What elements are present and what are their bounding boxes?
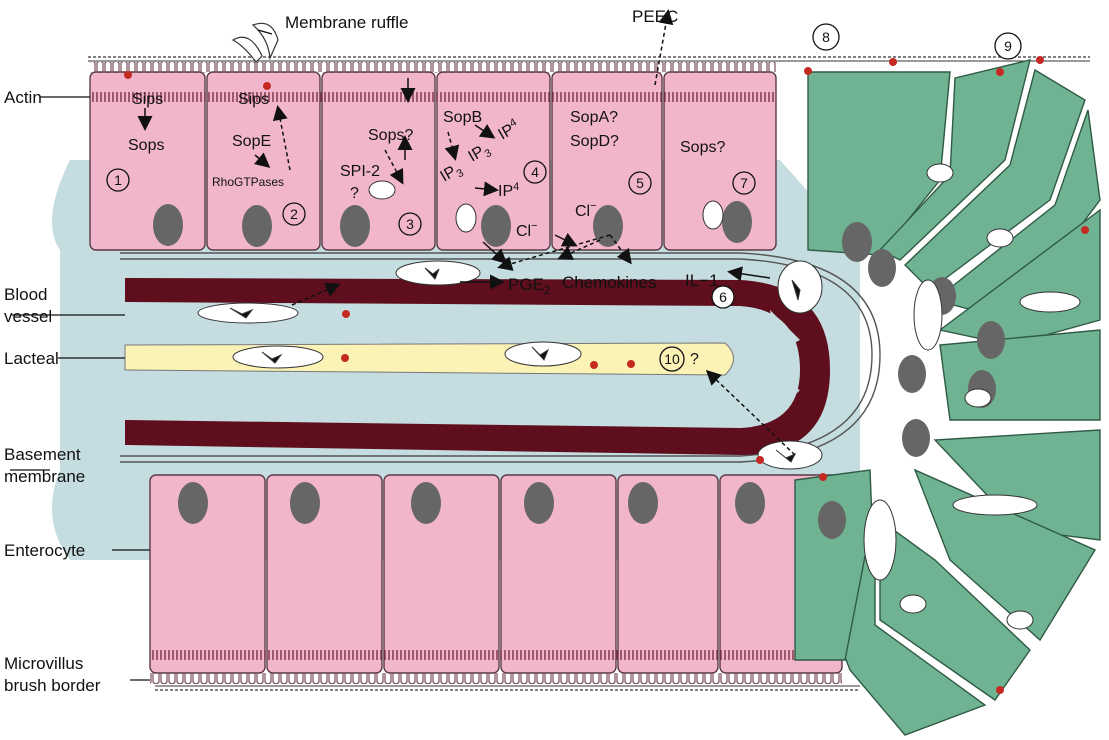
step-8: 8 [813,24,839,50]
nucleus [735,482,765,524]
label-actin: Actin [4,88,42,107]
enterocyte-10 [501,475,616,673]
rhogtpases: RhoGTPases [212,175,284,189]
nucleus [481,205,511,247]
bottom-actin-band [150,650,842,660]
bottom-enterocyte-row [150,475,842,684]
spi2-q: ? [350,185,359,202]
sopa: SopA? [570,109,618,126]
il1: IL−1 [685,271,719,290]
svg-text:6: 6 [719,289,727,305]
enterocyte-9 [384,475,499,673]
nucleus [290,482,320,524]
sops-q: Sops? [368,127,413,144]
enterocyte-8 [267,475,382,673]
svg-text:3: 3 [406,216,414,232]
nucleus [340,205,370,247]
membrane-ruffle-shape [233,23,278,62]
nucleus [628,482,658,524]
step-4: 4 [524,161,546,183]
nucleus [178,482,208,524]
svg-text:7: 7 [740,175,748,191]
label-microvillus-1: Microvillus [4,654,83,673]
sops-q2: Sops? [680,139,725,156]
step-1: 1 [107,169,129,191]
label-basement-2: membrane [4,467,85,486]
lacteal [125,343,734,375]
nucleus [153,204,183,246]
spi2: SPI-2 [340,163,380,180]
svg-text:2: 2 [290,206,298,222]
sopb: SopB [443,109,482,126]
label-blood-vessel-2: vessel [4,307,52,326]
step-5: 5 [629,172,651,194]
label-peec: PEEC [632,7,678,26]
top-actin-band [90,92,776,102]
step-6: 6 [712,286,734,308]
label-basement-1: Basement [4,445,81,464]
nucleus [411,482,441,524]
sopd: SopD? [570,133,619,150]
nucleus [242,205,272,247]
step-2: 2 [283,203,305,225]
top-enterocyte-row [90,62,776,250]
step-10: 10 [660,347,684,371]
top-microvilli [90,62,776,73]
step-3: 3 [399,213,421,235]
svg-text:5: 5 [636,175,644,191]
svg-text:10: 10 [664,351,680,367]
sips-b: Sips [238,91,269,108]
q10: ? [690,351,699,368]
label-blood-vessel-1: Blood [4,285,47,304]
sope: SopE [232,133,271,150]
chemokines: Chemokines [562,273,657,292]
svg-text:9: 9 [1004,38,1012,54]
svg-text:8: 8 [822,29,830,45]
step-7: 7 [733,172,755,194]
nucleus [524,482,554,524]
nucleus [722,201,752,243]
sips-a: Sips [132,91,163,108]
svg-text:4: 4 [531,164,539,180]
label-membrane-ruffle: Membrane ruffle [285,13,408,32]
svg-text:1: 1 [114,172,122,188]
label-microvillus-2: brush border [4,676,101,695]
sops-a: Sops [128,137,164,154]
step-9: 9 [995,33,1021,59]
bottom-microvilli [150,673,842,684]
label-lacteal: Lacteal [4,349,59,368]
label-enterocyte: Enterocyte [4,541,85,560]
